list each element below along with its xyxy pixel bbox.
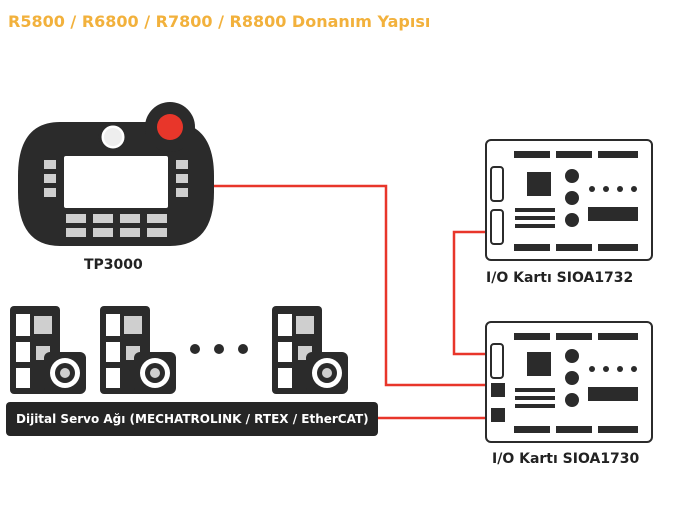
servo-drive-2 (100, 306, 176, 394)
servo-drive-n (272, 306, 348, 394)
io-link-line (452, 230, 488, 356)
pendant-label: TP3000 (84, 257, 143, 273)
emergency-stop-icon (157, 114, 183, 140)
page-title: R5800 / R6800 / R7800 / R8800 Donanım Ya… (8, 12, 431, 31)
io-top-label: I/O Kartı SIOA1732 (486, 270, 634, 286)
pendant-link-line (214, 184, 488, 387)
pendant-screen (64, 156, 168, 208)
ellipsis-dots (190, 344, 248, 354)
servo-network-bar: Dijital Servo Ağı (MECHATROLINK / RTEX /… (6, 402, 378, 436)
servo-drive-1 (10, 306, 86, 394)
servo-network-label: Dijital Servo Ağı (MECHATROLINK / RTEX /… (16, 412, 369, 426)
io-bottom-label: I/O Kartı SIOA1730 (492, 451, 640, 467)
